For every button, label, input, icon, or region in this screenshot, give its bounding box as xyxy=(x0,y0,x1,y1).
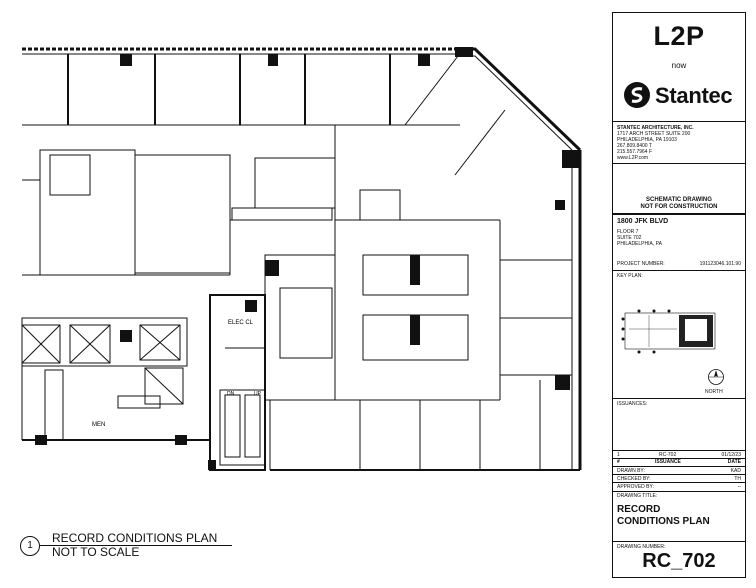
issuance-header-name: ISSUANCE xyxy=(655,459,681,465)
drawn-by-value: KAD xyxy=(730,468,741,474)
project-suite: SUITE 702 xyxy=(617,235,642,241)
issuance-number: 1 xyxy=(617,452,620,458)
issuance-header-date: DATE xyxy=(727,459,741,465)
drawn-by-label: DRAWN BY: xyxy=(617,468,645,474)
issuances-label: ISSUANCES: xyxy=(617,401,648,407)
drawing-number-bubble: 1 xyxy=(20,536,40,556)
now-label: now xyxy=(671,61,687,70)
firm-name: STANTEC ARCHITECTURE, INC. xyxy=(617,125,694,131)
stair-down-label: DN xyxy=(227,391,235,397)
mens-room-label: MEN xyxy=(92,422,105,428)
approved-by-value: -- xyxy=(737,484,741,490)
checked-by-value: TH xyxy=(734,476,741,482)
drawing-title-line-2: CONDITIONS PLAN xyxy=(617,516,710,527)
stair-up-label: UP xyxy=(254,391,262,397)
key-plan-diagram xyxy=(621,309,716,354)
l2p-logo: L2P xyxy=(653,21,705,51)
drawing-title-line-1: RECORD xyxy=(617,504,661,515)
notice-line-1: SCHEMATIC DRAWING xyxy=(646,197,712,203)
firm-fax: 215.557.7964 F xyxy=(617,149,653,155)
project-number: 191123046.101.90 xyxy=(699,261,741,267)
firm-phone: 267.809.8400 T xyxy=(617,143,652,149)
project-floor: FLOOR 7 xyxy=(617,229,639,235)
drawing-number: RC_702 xyxy=(642,550,716,572)
notice-line-2: NOT FOR CONSTRUCTION xyxy=(640,204,718,210)
plan-caption-title: RECORD CONDITIONS PLAN xyxy=(52,531,218,545)
drawing-title-label: DRAWING TITLE: xyxy=(617,493,658,499)
floor-plan: ELEC CL MEN DN UP xyxy=(21,47,582,471)
key-plan-label: KEY PLAN: xyxy=(617,273,643,279)
caption-underline xyxy=(40,545,232,546)
firm-web: www.L2P.com xyxy=(617,155,649,161)
plan-caption-scale: NOT TO SCALE xyxy=(52,545,140,559)
checked-by-label: CHECKED BY: xyxy=(617,476,651,482)
firm-address-1: 1717 ARCH STREET SUITE 200 xyxy=(617,131,691,137)
project-name: 1800 JFK BLVD xyxy=(617,218,669,225)
issuance-header-number: # xyxy=(617,459,620,465)
issuance-name: RC-702 xyxy=(659,452,677,458)
issuance-date: 01/12/23 xyxy=(721,452,741,458)
approved-by-label: APPROVED BY: xyxy=(617,484,654,490)
elec-closet-label: ELEC CL xyxy=(228,320,254,326)
drawing-number-label: DRAWING NUMBER: xyxy=(617,544,666,550)
title-block: L2P now Stantec STANTEC ARCHITECTURE, IN… xyxy=(612,12,746,578)
project-number-label: PROJECT NUMBER: xyxy=(617,261,665,267)
north-arrow-icon xyxy=(708,369,724,385)
stantec-logo-icon xyxy=(624,82,650,108)
firm-address-2: PHILADELPHIA, PA 19103 xyxy=(617,137,677,143)
stantec-logo-text: Stantec xyxy=(655,83,733,108)
north-label: NORTH xyxy=(705,389,723,395)
project-city: PHILADELPHIA, PA xyxy=(617,241,662,247)
